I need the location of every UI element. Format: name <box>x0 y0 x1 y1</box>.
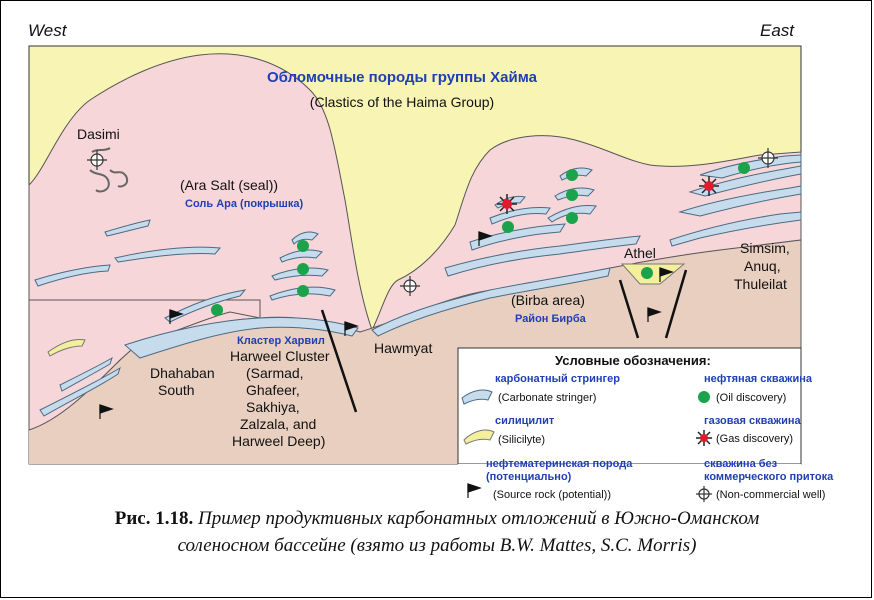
simsim-line-1: Simsim, <box>740 240 790 256</box>
legend-gas-en: (Gas discovery) <box>716 433 793 445</box>
legend-heading: Условные обозначения: <box>555 353 711 368</box>
east-label: East <box>760 21 795 40</box>
hawmyat-label: Hawmyat <box>374 340 432 356</box>
legend-noncommercial-en: (Non-commercial well) <box>716 489 825 501</box>
caption-text-1: Пример продуктивных карбонатных отложени… <box>198 508 759 529</box>
legend-stringer-en: (Carbonate stringer) <box>498 392 596 404</box>
oil-dot <box>297 240 309 252</box>
legend-source-ru-2: (потенциально) <box>486 471 572 483</box>
legend-source-en: (Source rock (potential)) <box>493 489 611 501</box>
legend-gas-ru: газовая скважина <box>704 415 802 427</box>
haima-title-en: (Clastics of the Haima Group) <box>310 94 494 110</box>
oil-dot <box>641 267 653 279</box>
legend-oil-dot <box>698 391 710 403</box>
caption-fig-number: Рис. 1.18. <box>115 508 194 529</box>
athel-label: Athel <box>624 245 656 261</box>
legend-silicilyte-en: (Silicilyte) <box>498 434 545 446</box>
oil-dot <box>297 263 309 275</box>
dhahaban-line-1: Dhahaban <box>150 365 215 381</box>
harweel-line-4: Sakhiya, <box>246 399 300 415</box>
oil-dot <box>566 169 578 181</box>
legend-noncommercial-ru-2: коммерческого притока <box>704 471 834 483</box>
legend-stringer-ru: карбонатный стрингер <box>495 373 620 385</box>
oil-dot <box>738 162 750 174</box>
dhahaban-line-2: South <box>158 382 195 398</box>
ara-salt-label: (Ara Salt (seal)) <box>180 177 278 193</box>
gas-star <box>497 194 517 214</box>
simsim-line-3: Thuleilat <box>734 276 787 292</box>
legend-lower: нефтематеринская порода (потенциально) (… <box>458 458 834 512</box>
legend: Условные обозначения: карбонатный стринг… <box>458 348 813 464</box>
caption-line-1: Рис. 1.18. Пример продуктивных карбонатн… <box>0 505 874 532</box>
oil-dot <box>502 221 514 233</box>
harweel-line-1: Harweel Cluster <box>230 348 330 364</box>
caption-text-2: соленосном бассейне (взято из работы B.W… <box>178 535 697 556</box>
simsim-line-2: Anuq, <box>744 258 781 274</box>
dasimi-label: Dasimi <box>77 126 120 142</box>
harweel-line-2: (Sarmad, <box>246 365 304 381</box>
birba-label-ru: Район Бирба <box>515 313 587 325</box>
legend-silicilyte-ru: силицилит <box>495 415 555 427</box>
legend-oil-en: (Oil discovery) <box>716 392 786 404</box>
legend-gas-star <box>696 430 712 446</box>
ara-salt-label-ru: Соль Ара (покрышка) <box>185 198 303 210</box>
birba-label: (Birba area) <box>511 292 585 308</box>
legend-source-ru-1: нефтематеринская порода <box>486 458 633 470</box>
harweel-line-6: Harweel Deep) <box>232 433 325 449</box>
haima-title-ru: Обломочные породы группы Хайма <box>267 69 538 86</box>
figure-caption: Рис. 1.18. Пример продуктивных карбонатн… <box>0 505 874 559</box>
oil-dot <box>297 285 309 297</box>
harweel-label-ru: Кластер Харвил <box>237 335 325 347</box>
oil-dot <box>566 212 578 224</box>
gas-star <box>699 176 719 196</box>
harweel-line-3: Ghafeer, <box>246 382 300 398</box>
oil-dot <box>566 189 578 201</box>
oil-dot <box>211 304 223 316</box>
legend-oil-ru: нефтяная скважина <box>704 373 813 385</box>
legend-noncommercial-ru-1: скважина без <box>704 458 778 470</box>
west-label: West <box>28 21 68 40</box>
harweel-line-5: Zalzala, and <box>240 416 316 432</box>
caption-line-2: соленосном бассейне (взято из работы B.W… <box>0 532 874 559</box>
